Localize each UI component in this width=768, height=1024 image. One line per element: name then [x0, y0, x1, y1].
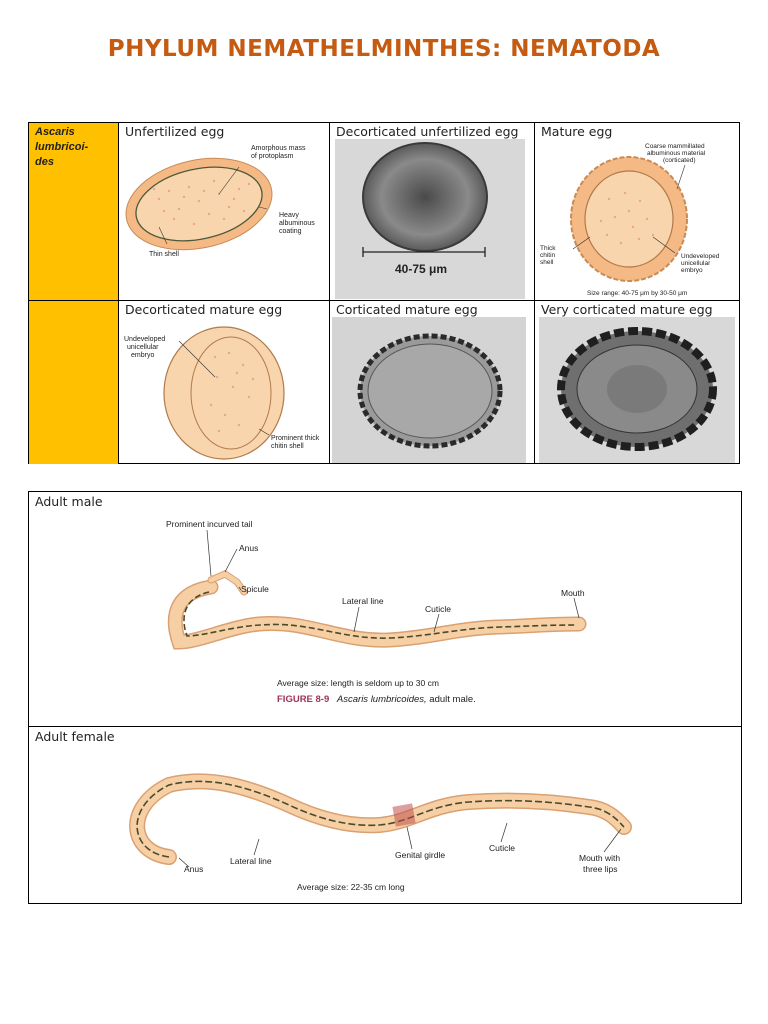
adult-male-worm-illustration: Prominent incurved tail Anus Spicule Lat…: [166, 519, 587, 705]
label-genital-girdle: Genital girdle: [395, 850, 445, 860]
panel-title: Adult male: [35, 494, 103, 509]
table-divider: [29, 300, 739, 301]
label-coarse-material: albuminous material: [647, 150, 706, 157]
scale-label: 40-75 μm: [395, 262, 447, 276]
figure-description: adult male.: [429, 694, 475, 705]
corticated-mature-micrograph: [332, 317, 526, 463]
cell-title: Corticated mature egg: [336, 302, 478, 317]
label-lateral-line: Lateral line: [342, 596, 384, 606]
panel-title: Adult female: [35, 729, 115, 744]
label-undeveloped-embryo: Undeveloped: [124, 336, 165, 343]
adult-male-panel: Adult male Prominent incurved tail Anus …: [28, 491, 742, 727]
cell-unfertilized-egg: Unfertilized egg Amorphous mass of proto…: [119, 123, 329, 300]
label-undeveloped-embryo: unicellular: [681, 260, 711, 267]
decorticated-unfertilized-micrograph: 40-75 μm: [335, 139, 525, 299]
label-mouth: Mouth with: [579, 853, 620, 863]
label-thick-chitin: chitin: [540, 252, 556, 259]
label-amorphous-mass: of protoplasm: [251, 153, 294, 160]
mature-egg-illustration: Coarse mammillated albuminous material (…: [540, 143, 720, 297]
egg-table: Ascaris lumbricoi- des Unfertilized egg …: [28, 122, 740, 464]
label-lateral-line: Lateral line: [230, 856, 272, 866]
cell-title: Decorticated mature egg: [125, 302, 283, 317]
adult-female-worm-illustration: Anus Lateral line Genital girdle Cuticle…: [129, 773, 632, 892]
label-undeveloped-embryo: embryo: [131, 352, 154, 359]
cell-corticated-mature-egg: Corticated mature egg: [330, 301, 534, 464]
species-cell-bottom: [29, 301, 118, 464]
label-size-range: Size range: 40-75 μm by 30-50 μm: [587, 290, 687, 297]
label-anus: Anus: [184, 864, 203, 874]
table-divider: [118, 123, 119, 463]
label-spicule: Spicule: [241, 584, 269, 594]
cell-decorticated-unfertilized-egg: Decorticated unfertilized egg 40-75 μm: [330, 123, 534, 300]
label-mouth: Mouth: [561, 588, 585, 598]
genital-girdle-marker: [392, 803, 416, 827]
label-average-size: Average size: length is seldom up to 30 …: [277, 678, 439, 688]
cell-mature-egg: Mature egg Coarse mammillated albuminous…: [535, 123, 741, 300]
cell-title: Mature egg: [541, 124, 613, 139]
adult-female-panel: Adult female Anus Lateral line Genital g…: [28, 726, 742, 904]
species-line: des: [35, 156, 54, 168]
label-anus: Anus: [239, 543, 258, 553]
cell-title: Very corticated mature egg: [541, 302, 713, 317]
figure-species: Ascaris lumbricoides,: [336, 694, 427, 705]
page-title: PHYLUM NEMATHELMINTHES: NEMATODA: [107, 36, 661, 62]
label-cuticle: Cuticle: [425, 604, 451, 614]
label-prominent-chitin: chitin shell: [271, 443, 304, 450]
label-undeveloped-embryo: Undeveloped: [681, 253, 720, 260]
species-cell-top: Ascaris lumbricoi- des: [29, 123, 118, 300]
label-cuticle: Cuticle: [489, 843, 515, 853]
label-heavy-coating: coating: [279, 228, 302, 235]
very-corticated-mature-micrograph: [539, 317, 735, 463]
label-prominent-chitin: Prominent thick: [271, 435, 320, 442]
label-heavy-coating: albuminous: [279, 220, 315, 227]
label-coarse-material: Coarse mammillated: [645, 143, 705, 150]
figure-number: FIGURE 8-9: [277, 694, 329, 705]
label-average-size: Average size: 22-35 cm long: [297, 882, 405, 892]
decorticated-mature-egg-illustration: Undeveloped unicellular embryo Prominent…: [124, 326, 320, 460]
figure-caption: FIGURE 8-9 Ascaris lumbricoides, adult m…: [277, 694, 476, 705]
unfertilized-egg-illustration: Amorphous mass of protoplasm Heavy album…: [125, 145, 315, 258]
table-divider: [534, 123, 535, 463]
label-thick-chitin: shell: [540, 259, 554, 266]
cell-title: Decorticated unfertilized egg: [336, 124, 519, 139]
label-mouth: three lips: [583, 864, 618, 874]
label-undeveloped-embryo: embryo: [681, 267, 703, 274]
cell-title: Unfertilized egg: [125, 124, 225, 139]
cell-very-corticated-mature-egg: Very corticated mature egg: [535, 301, 741, 464]
label-incurved-tail: Prominent incurved tail: [166, 519, 253, 529]
species-name: Ascaris lumbricoi- des: [35, 125, 88, 170]
label-thin-shell: Thin shell: [149, 251, 179, 258]
label-undeveloped-embryo: unicellular: [127, 344, 159, 351]
table-divider: [329, 123, 330, 463]
cell-decorticated-mature-egg: Decorticated mature egg Undeveloped unic…: [119, 301, 329, 464]
label-coarse-material: (corticated): [663, 157, 696, 164]
species-line: Ascaris: [35, 126, 75, 138]
species-line: lumbricoi-: [35, 141, 89, 153]
label-amorphous-mass: Amorphous mass: [251, 145, 306, 152]
label-thick-chitin: Thick: [540, 245, 556, 252]
label-heavy-coating: Heavy: [279, 212, 299, 219]
